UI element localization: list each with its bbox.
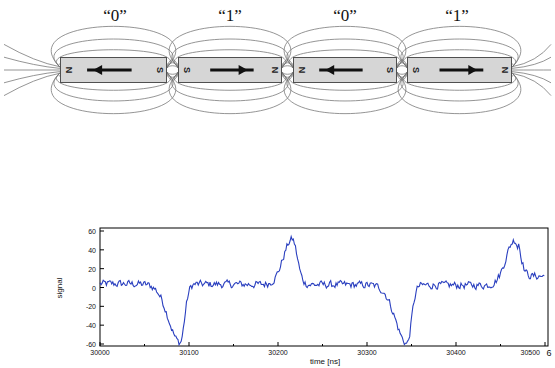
bit-value: “0” bbox=[101, 7, 129, 24]
field-line bbox=[512, 73, 551, 95]
field-line bbox=[282, 60, 293, 68]
x-tick bbox=[100, 342, 101, 346]
x-tick bbox=[144, 344, 145, 346]
field-line bbox=[4, 44, 60, 66]
pole-letter: N bbox=[269, 67, 278, 74]
magnetization-arrow bbox=[179, 58, 283, 84]
field-line bbox=[167, 72, 178, 80]
tick-label: -20 bbox=[86, 303, 96, 310]
pole-letter: N bbox=[64, 67, 73, 74]
pole-letter: S bbox=[154, 67, 163, 73]
x-tick bbox=[367, 342, 368, 346]
bar-magnet: SN bbox=[178, 57, 282, 83]
field-lines bbox=[4, 26, 551, 113]
field-line bbox=[282, 72, 293, 74]
tick-label: 30400 bbox=[446, 349, 465, 356]
field-line bbox=[512, 70, 551, 71]
y-tick bbox=[100, 249, 104, 250]
field-line bbox=[397, 72, 407, 74]
tick-label: -40 bbox=[86, 322, 96, 329]
field-line bbox=[4, 72, 60, 83]
pole-letter: N bbox=[297, 67, 306, 74]
bar-magnet: NS bbox=[293, 57, 397, 83]
x-tick bbox=[456, 342, 457, 346]
x-tick bbox=[233, 344, 234, 346]
field-line bbox=[512, 44, 551, 66]
field-line bbox=[167, 72, 178, 74]
y-tick bbox=[100, 268, 104, 269]
y-tick bbox=[100, 325, 104, 326]
x-tick bbox=[278, 342, 279, 346]
y-tick bbox=[100, 306, 104, 307]
bar-magnet: NS bbox=[60, 57, 167, 83]
pole-letter: S bbox=[411, 67, 420, 73]
y-tick bbox=[100, 344, 104, 345]
magnetization-arrow bbox=[294, 58, 398, 84]
field-line bbox=[397, 60, 407, 68]
axis-title: time [ns] bbox=[310, 358, 340, 366]
plot-frame bbox=[100, 228, 548, 346]
y-tick bbox=[100, 287, 104, 288]
x-tick bbox=[189, 342, 190, 346]
x-tick bbox=[411, 344, 412, 346]
field-line bbox=[282, 66, 293, 68]
bar-magnet: SN bbox=[407, 57, 512, 83]
axis-title: signal bbox=[56, 278, 64, 299]
field-line bbox=[4, 70, 60, 71]
magnetization-arrow bbox=[408, 58, 513, 84]
field-line bbox=[282, 72, 293, 80]
pole-letter: S bbox=[384, 67, 393, 73]
tick-label: 40 bbox=[88, 246, 96, 253]
pole-letter: N bbox=[499, 67, 508, 74]
signal-trace bbox=[100, 237, 544, 345]
field-line bbox=[397, 72, 407, 80]
x-tick bbox=[322, 344, 323, 346]
field-line bbox=[167, 66, 178, 68]
x-tick bbox=[545, 342, 546, 346]
field-line bbox=[397, 66, 407, 68]
field-line bbox=[4, 73, 60, 95]
tick-label: 0 bbox=[92, 284, 96, 291]
magnetization-arrow bbox=[61, 58, 168, 84]
field-line bbox=[512, 72, 551, 83]
field-line bbox=[167, 60, 178, 68]
tick-label: 60 bbox=[88, 228, 96, 235]
signal-chart bbox=[100, 228, 548, 346]
tick-label: 30500 bbox=[521, 349, 540, 356]
tick-label: -60 bbox=[86, 341, 96, 348]
tick-label: 20 bbox=[88, 265, 96, 272]
pole-letter: S bbox=[182, 67, 191, 73]
page-number: 6 bbox=[546, 349, 551, 358]
bit-value: “0” bbox=[331, 7, 359, 24]
tick-label: 30100 bbox=[179, 349, 198, 356]
bit-value: “1” bbox=[443, 7, 471, 24]
field-line bbox=[4, 57, 60, 68]
tick-label: 30000 bbox=[90, 349, 109, 356]
bit-value: “1” bbox=[216, 7, 244, 24]
x-tick bbox=[500, 344, 501, 346]
y-tick bbox=[100, 231, 104, 232]
field-line bbox=[512, 57, 551, 68]
tick-label: 30300 bbox=[357, 349, 376, 356]
tick-label: 30200 bbox=[268, 349, 287, 356]
